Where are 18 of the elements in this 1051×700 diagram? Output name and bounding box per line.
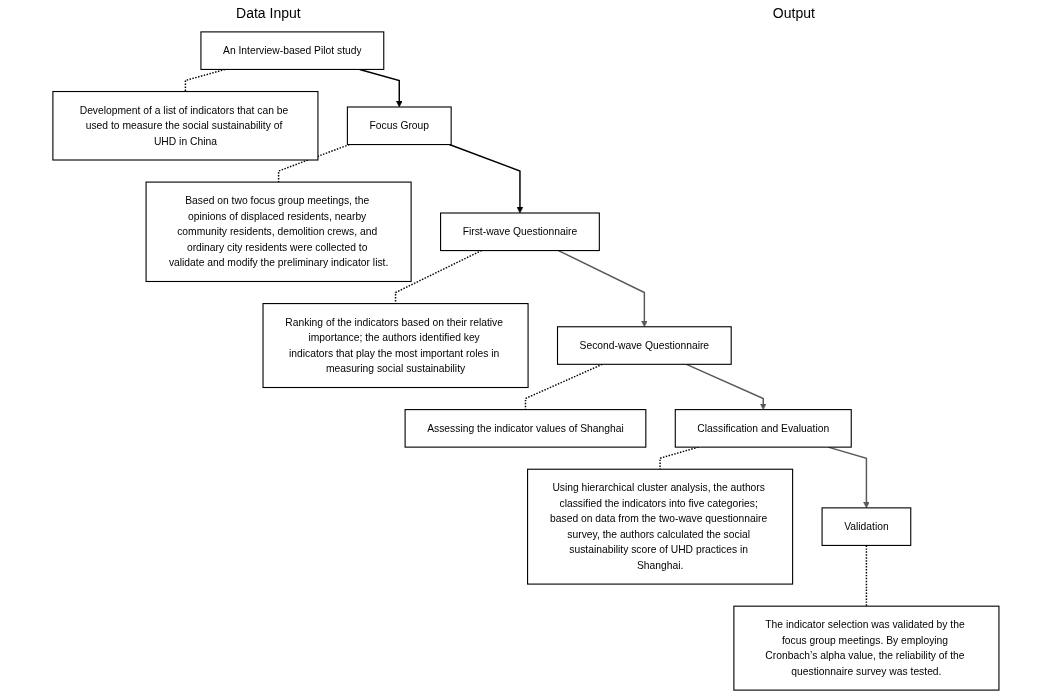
node-box: The indicator selection was validated by the focus group meetings. By employing Cronbach’s alpha value, the reliability of the questionnaire survey was tested. xyxy=(732,605,1000,691)
node-box: Validation xyxy=(821,507,911,546)
connector xyxy=(277,143,350,183)
node-box: Development of a list of indicators that can be used to measure the social sustainability of UHD in China xyxy=(51,91,319,161)
node-box: First-wave Questionnaire xyxy=(439,212,600,252)
arrow xyxy=(557,249,648,328)
column-heading: Output xyxy=(772,5,815,21)
node-box: Based on two focus group meetings, the opinions of displaced residents, nearby community residents, demolition crews, and ordinary city residents were collected to validate and modify the preliminary indicator list. xyxy=(145,181,412,283)
column-heading: Data Input xyxy=(236,5,301,21)
node-box: Assessing the indicator values of Shanghai xyxy=(404,409,646,448)
node-box: Classification and Evaluation xyxy=(674,409,852,448)
node-box: An Interview-based Pilot study xyxy=(199,31,384,70)
node-box: Focus Group xyxy=(346,106,452,146)
node-box: Second-wave Questionnaire xyxy=(556,326,732,365)
arrow xyxy=(685,363,767,410)
node-box: Ranking of the indicators based on their relative importance; the authors identified key indicators that play the most important roles in measuring social sustainability xyxy=(262,303,529,389)
node-box: Using hierarchical cluster analysis, the authors classified the indicators into five categories; based on data from the two-wave questionnaire survey, the authors calculated the social sustainability score of UHD practices in Shanghai. xyxy=(526,468,793,585)
arrow xyxy=(448,143,523,214)
